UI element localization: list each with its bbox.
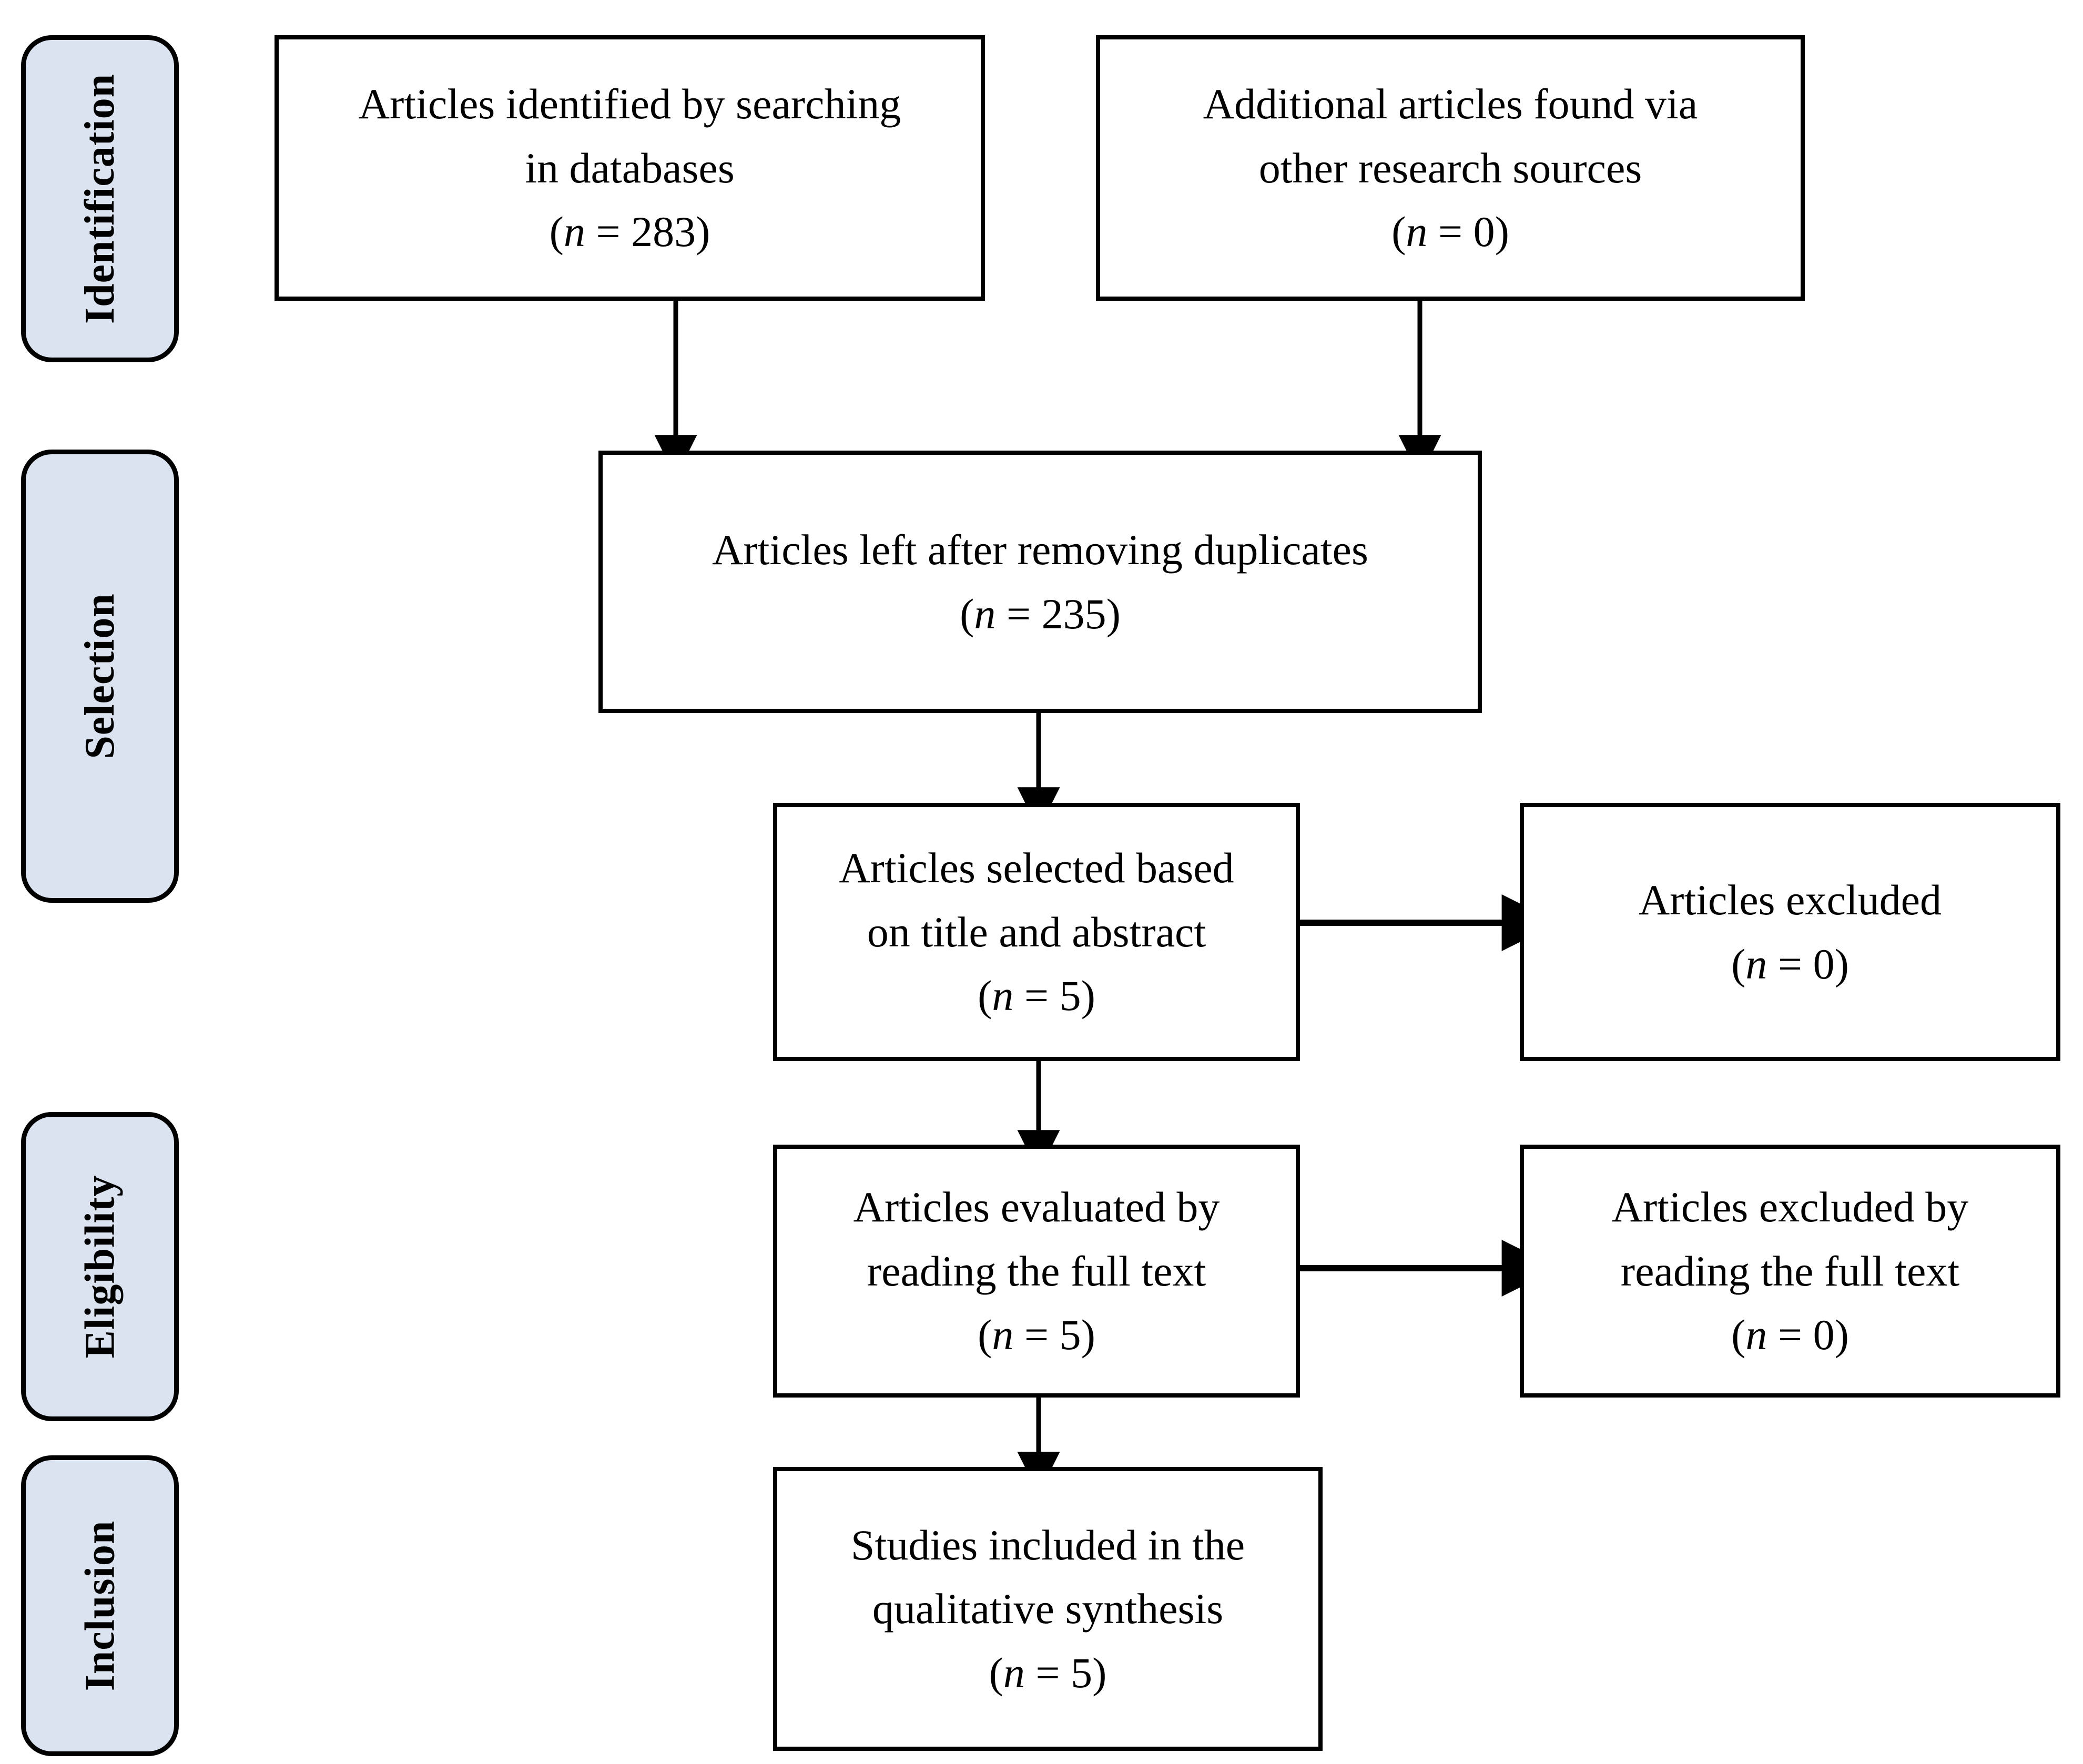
count-variable: n (1003, 1648, 1025, 1697)
node-excluded-title-abstract: Articles excluded (n = 0) (1520, 803, 2060, 1061)
count-equals: = (585, 208, 632, 256)
stage-label-identification: Identification (77, 73, 124, 324)
node-count: (n = 5) (989, 1641, 1107, 1705)
node-text-line: qualitative synthesis (872, 1585, 1224, 1633)
count-value: 0 (1813, 940, 1835, 988)
count-paren-close: ) (696, 208, 710, 256)
count-value: 5 (1059, 1311, 1081, 1359)
stage-label-selection: Selection (77, 593, 124, 759)
node-text-line: reading the full text (867, 1247, 1206, 1295)
node-text-line: Articles left after removing duplicates (712, 526, 1368, 574)
count-equals: = (1013, 972, 1060, 1020)
count-equals: = (1767, 1311, 1813, 1359)
stage-pill-inclusion: Inclusion (21, 1455, 179, 1756)
count-equals: = (1024, 1648, 1071, 1697)
stage-pill-identification: Identification (21, 35, 179, 362)
count-value: 0 (1473, 208, 1495, 256)
node-included-qualitative: Studies included in the qualitative synt… (773, 1467, 1323, 1751)
count-variable: n (974, 589, 996, 638)
node-count: (n = 0) (1731, 932, 1849, 996)
count-paren-close: ) (1834, 1311, 1849, 1359)
count-paren-close: ) (1081, 1311, 1095, 1359)
count-paren-open: ( (1731, 940, 1746, 988)
node-evaluated-full-text: Articles evaluated by reading the full t… (773, 1145, 1300, 1398)
count-value: 283 (631, 208, 696, 256)
node-identified-databases: Articles identified by searching in data… (275, 35, 985, 301)
count-value: 5 (1059, 972, 1081, 1020)
node-count: (n = 0) (1731, 1303, 1849, 1367)
count-paren-open: ( (1391, 208, 1406, 256)
count-equals: = (1013, 1311, 1060, 1359)
count-paren-open: ( (978, 1311, 992, 1359)
node-text-line: Articles excluded by (1611, 1183, 1969, 1231)
stage-label-eligibility: Eligibility (77, 1175, 124, 1359)
node-selected-title-abstract: Articles selected based on title and abs… (773, 803, 1300, 1061)
count-equals: = (1767, 940, 1813, 988)
node-count: (n = 0) (1391, 200, 1509, 263)
node-additional-sources: Additional articles found via other rese… (1096, 35, 1805, 301)
node-count: (n = 283) (550, 200, 710, 263)
count-variable: n (563, 208, 585, 256)
node-count: (n = 235) (960, 582, 1121, 646)
count-paren-close: ) (1495, 208, 1509, 256)
count-paren-close: ) (1092, 1648, 1107, 1697)
count-variable: n (1406, 208, 1428, 256)
count-variable: n (1745, 940, 1767, 988)
count-value: 235 (1041, 589, 1106, 638)
count-paren-open: ( (960, 589, 974, 638)
node-text-line: in databases (525, 144, 735, 192)
node-text-line: on title and abstract (867, 908, 1206, 956)
node-count: (n = 5) (978, 964, 1095, 1027)
count-variable: n (992, 972, 1014, 1020)
count-value: 5 (1071, 1648, 1093, 1697)
stage-label-inclusion: Inclusion (77, 1520, 124, 1691)
count-variable: n (992, 1311, 1014, 1359)
count-paren-close: ) (1106, 589, 1121, 638)
count-variable: n (1745, 1311, 1767, 1359)
node-after-duplicates: Articles left after removing duplicates … (598, 451, 1482, 713)
node-text-line: Studies included in the (850, 1521, 1245, 1569)
node-text-line: Articles identified by searching (358, 80, 901, 128)
node-text-line: Articles excluded (1638, 876, 1942, 924)
node-text-line: Articles evaluated by (853, 1183, 1220, 1231)
node-text-line: other research sources (1258, 144, 1642, 192)
node-text-line: Articles selected based (839, 844, 1234, 892)
count-equals: = (1427, 208, 1474, 256)
stage-pill-eligibility: Eligibility (21, 1112, 179, 1421)
count-paren-close: ) (1081, 972, 1095, 1020)
count-value: 0 (1813, 1311, 1835, 1359)
node-text-line: reading the full text (1620, 1247, 1960, 1295)
node-count: (n = 5) (978, 1303, 1095, 1367)
count-paren-open: ( (1731, 1311, 1746, 1359)
count-paren-open: ( (989, 1648, 1003, 1697)
count-paren-open: ( (978, 972, 992, 1020)
count-paren-close: ) (1834, 940, 1849, 988)
node-excluded-full-text: Articles excluded by reading the full te… (1520, 1145, 2060, 1398)
stage-pill-selection: Selection (21, 450, 179, 903)
count-equals: = (995, 589, 1042, 638)
count-paren-open: ( (549, 208, 564, 256)
node-text-line: Additional articles found via (1203, 80, 1698, 128)
